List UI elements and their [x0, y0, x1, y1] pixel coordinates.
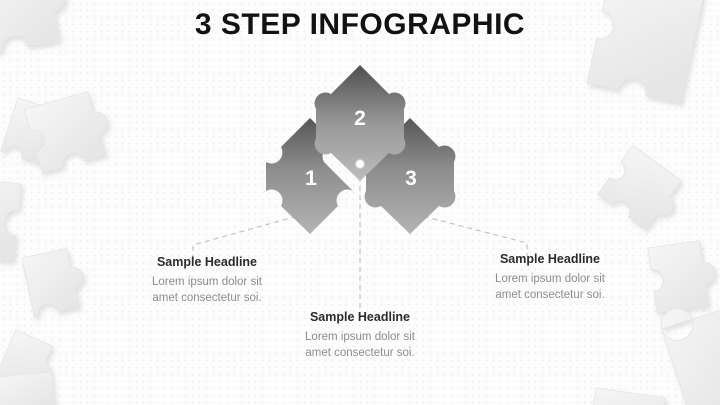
step-body-3: Lorem ipsum dolor sit amet consectetur s… [455, 272, 645, 303]
step-body-line-1: Lorem ipsum dolor sit [495, 273, 605, 285]
step-headline-2: Sample Headline [309, 310, 411, 324]
step-body-1: Lorem ipsum dolor sit amet consectetur s… [112, 275, 302, 306]
page-title: 3 STEP INFOGRAPHIC [194, 8, 526, 41]
step-body-line-2: amet consectetur soi. [152, 291, 262, 304]
piece-number-1: 1 [305, 167, 317, 190]
step-body-line-1: Lorem ipsum dolor sit [305, 331, 415, 343]
step-body-line-2: amet consectetur soi. [495, 288, 605, 301]
step-headline-1: Sample Headline [156, 255, 258, 269]
step-block-1: Sample Headline Lorem ipsum dolor sit am… [112, 255, 302, 306]
piece-number-3: 3 [405, 167, 417, 190]
step-block-3: Sample Headline Lorem ipsum dolor sit am… [455, 252, 645, 303]
piece-number-2: 2 [354, 107, 366, 130]
step-body-line-2: amet consectetur soi. [305, 346, 415, 359]
step-body-2: Lorem ipsum dolor sit amet consectetur s… [265, 330, 455, 361]
step-body-line-1: Lorem ipsum dolor sit [152, 276, 262, 288]
step-block-2: Sample Headline Lorem ipsum dolor sit am… [265, 310, 455, 361]
step-headline-3: Sample Headline [499, 252, 601, 266]
